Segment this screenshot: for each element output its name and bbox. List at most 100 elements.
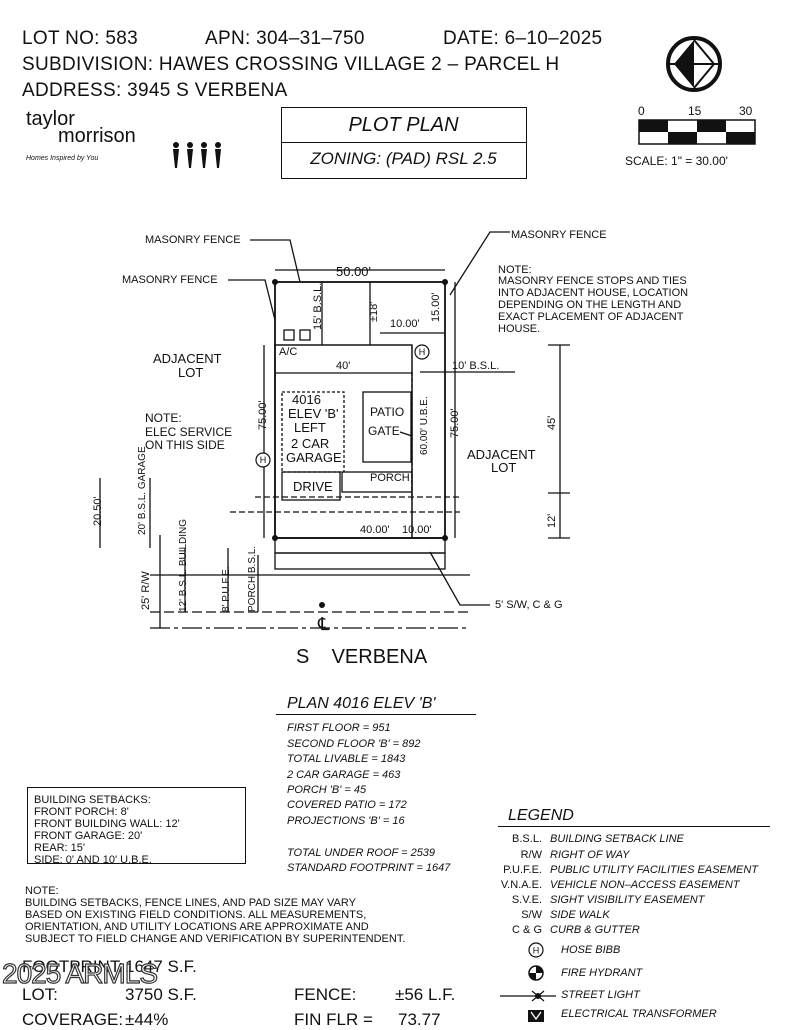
brand-name-line1: taylor: [26, 108, 75, 130]
setback-front-wall: FRONT BUILDING WALL: 12': [34, 818, 180, 830]
bottom-note-2: BUILDING SETBACKS, FENCE LINES, AND PAD …: [25, 897, 356, 909]
brand-tagline: Homes Inspired by You: [26, 155, 99, 162]
watermark: 2025 ARMLS: [1, 957, 158, 989]
footprint-value: 1647 S.F.: [125, 957, 197, 976]
adjacent-lot-left-1: ADJACENT: [153, 351, 222, 366]
dim-15: 15.00': [430, 292, 442, 322]
plan-std-footprint: STANDARD FOOTPRINT = 1647: [287, 862, 451, 874]
plan-row-total-livable: TOTAL LIVABLE = 1843: [287, 753, 406, 765]
legend-title: LEGEND: [508, 807, 574, 824]
masonry-fence-label-1: MASONRY FENCE: [145, 234, 241, 246]
fence-note-5: EXACT PLACEMENT OF ADJACENT: [498, 311, 684, 323]
fence-note-6: HOUSE.: [498, 323, 541, 335]
dim-18: ±18': [368, 301, 380, 322]
coverage-label: COVERAGE:: [22, 1010, 124, 1029]
subdivision: SUBDIVISION: HAWES CROSSING VILLAGE 2 – …: [22, 54, 560, 75]
pufe-8: 8' P.U.F.E.: [221, 566, 232, 612]
dim-40-bottom: 40.00': [360, 524, 390, 536]
dim-75-left: 75.00': [257, 400, 269, 430]
setback-side: SIDE: 0' AND 10' U.B.E.: [34, 854, 152, 866]
dim-50: 50.00': [336, 264, 372, 279]
house-label-3: LEFT: [294, 420, 326, 435]
scale-bar: [638, 119, 756, 145]
elec-note-1: NOTE:: [145, 411, 182, 425]
adjacent-lot-right-1: ADJACENT: [467, 447, 536, 462]
brand-logo-icon: [173, 142, 221, 168]
dim-40: 40': [336, 360, 351, 372]
dim-75-right: 75.00': [449, 408, 461, 438]
plan-row-second-floor: SECOND FLOOR 'B' = 892: [287, 738, 421, 750]
plot-plan-title: PLOT PLAN: [348, 114, 459, 136]
gate-label: GATE: [368, 424, 400, 438]
legend-fire-hydrant: FIRE HYDRANT: [561, 967, 643, 979]
setback-front-garage: FRONT GARAGE: 20': [34, 830, 143, 842]
dim-10-top: 10.00': [390, 318, 420, 330]
elec-note-2: ELEC SERVICE: [145, 425, 233, 439]
bottom-note-1: NOTE:: [25, 885, 59, 897]
plan-row-porch: PORCH 'B' = 45: [287, 784, 367, 796]
adjacent-lot-right-2: LOT: [491, 460, 517, 475]
north-arrow-icon: [666, 36, 722, 92]
plan-row-patio: COVERED PATIO = 172: [287, 799, 407, 811]
plan-row-garage: 2 CAR GARAGE = 463: [287, 769, 401, 781]
svg-text:H: H: [260, 455, 267, 465]
lot-number: LOT NO: 583: [22, 28, 138, 49]
date: DATE: 6–10–2025: [443, 28, 603, 49]
street-light-icon: [500, 990, 556, 1002]
bottom-note-5: SUBJECT TO FIELD CHANGE AND VERIFICATION…: [25, 933, 406, 945]
patio-label: PATIO: [370, 405, 405, 419]
masonry-fence-label-3: MASONRY FENCE: [511, 229, 607, 241]
building-bsl: 12' B.S.L. BUILDING: [178, 518, 189, 612]
elec-note-3: ON THIS SIDE: [145, 438, 225, 452]
masonry-fence-label-2: MASONRY FENCE: [122, 274, 218, 286]
drive-label: DRIVE: [293, 479, 333, 494]
setbacks-box: [27, 787, 246, 864]
lot-label: LOT:: [22, 985, 58, 1004]
brand-name-line2: morrison: [58, 125, 136, 147]
scale-tick-0: 0: [638, 104, 645, 118]
coverage-value: ±44%: [125, 1010, 169, 1029]
footprint-label: FOOTPRINT:: [22, 957, 124, 976]
svg-text:H: H: [533, 946, 540, 956]
fence-note-2: MASONRY FENCE STOPS AND TIES: [498, 275, 687, 287]
plan-row-projections: PROJECTIONS 'B' = 16: [287, 815, 405, 827]
ac-label: A/C: [279, 346, 298, 358]
electrical-transformer-icon: [528, 1010, 544, 1022]
adjacent-lot-left-2: LOT: [178, 365, 204, 380]
legend-street-light: STREET LIGHT: [561, 989, 640, 1001]
dim-10-bottom: 10.00': [402, 524, 432, 536]
porch-bsl: PORCH B.S.L.: [247, 545, 258, 612]
fin-flr-label: FIN FLR =: [294, 1010, 373, 1029]
centerline-symbol: ℄: [318, 614, 330, 634]
fence-value: ±56 L.F.: [395, 985, 456, 1004]
fence-note-1: NOTE:: [498, 264, 532, 276]
svg-text:H: H: [419, 347, 426, 357]
lot-value: 3750 S.F.: [125, 985, 197, 1004]
setbacks-title: BUILDING SETBACKS:: [34, 794, 151, 806]
ube-label: 60.00' U.B.E.: [419, 396, 430, 455]
plot-plan-drawing: H H: [99, 231, 570, 629]
legend-electrical-transformer: ELECTRICAL TRANSFORMER: [561, 1008, 717, 1020]
house-label-5: GARAGE: [286, 450, 342, 465]
scale-tick-15: 15: [688, 104, 702, 118]
setback-rear: REAR: 15': [34, 842, 86, 854]
house-label-4: 2 CAR: [291, 436, 330, 451]
legend-hose-bibb: HOSE BIBB: [561, 944, 621, 956]
porch-label: PORCH: [370, 472, 410, 484]
rear-bsl: 15' B.S.L.: [312, 282, 324, 330]
scale-tick-30: 30: [739, 104, 753, 118]
sidewalk-label: 5' S/W, C & G: [495, 599, 563, 611]
fence-note-4: DEPENDING ON THE LENGTH AND: [498, 299, 682, 311]
dim-2050: 20.50': [92, 496, 104, 526]
garage-bsl: 20' B.S.L. GARAGE: [137, 446, 148, 535]
apn: APN: 304–31–750: [205, 28, 365, 49]
hose-bibb-icon: H: [528, 942, 544, 958]
fin-flr-value: 73.77: [398, 1010, 441, 1029]
title-block: [281, 107, 527, 179]
scale-label: SCALE: 1" = 30.00': [625, 154, 728, 168]
fence-note-3: INTO ADJACENT HOUSE, LOCATION: [498, 287, 689, 299]
right-of-way: 25' R/W: [140, 571, 152, 610]
fire-hydrant-icon: [528, 965, 544, 981]
bottom-note-4: ORIENTATION, AND UTILITY LOCATIONS ARE A…: [25, 921, 369, 933]
house-label-1: 4016: [292, 392, 321, 407]
